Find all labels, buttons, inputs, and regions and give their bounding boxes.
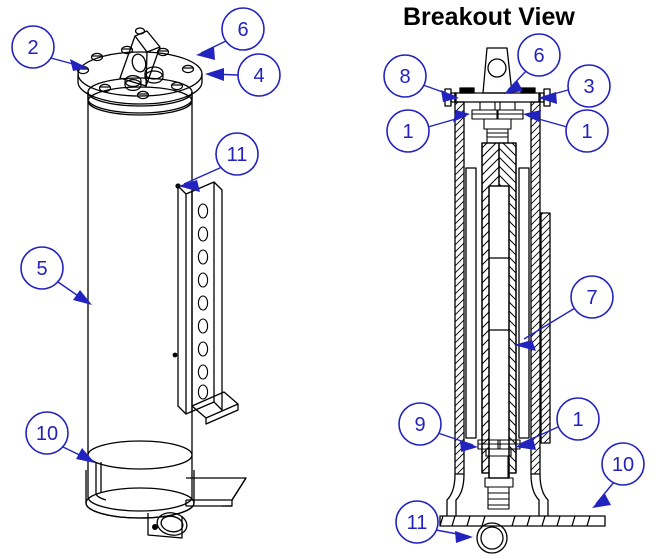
strip-attach-point-bottom <box>172 352 178 358</box>
callout-4[interactable]: 4 <box>205 53 281 97</box>
bottom-center-hardware <box>477 439 521 510</box>
mid-support-bracket <box>191 391 239 425</box>
callout-11-drain[interactable]: 11 <box>395 500 473 544</box>
balloon-circle[interactable] <box>237 53 281 97</box>
callout-10-base[interactable]: 10 <box>592 442 645 508</box>
balloon-number: 8 <box>399 66 410 88</box>
balloon-circle[interactable] <box>395 500 439 544</box>
balloon-number: 1 <box>402 121 413 143</box>
outlet-nozzle <box>147 512 188 539</box>
balloon-number: 9 <box>414 414 425 436</box>
balloon-number: 7 <box>586 287 597 309</box>
callout-6-lug[interactable]: 6 <box>504 33 561 94</box>
callout-6[interactable]: 6 <box>196 7 265 60</box>
callout-5[interactable]: 5 <box>20 246 92 305</box>
callout-9[interactable]: 9 <box>398 402 478 452</box>
balloon-number: 3 <box>583 76 594 98</box>
balloon-number: 2 <box>27 37 38 59</box>
balloon-number: 4 <box>253 65 264 87</box>
callout-7[interactable]: 7 <box>514 275 614 351</box>
page-title: Breakout View <box>403 3 575 31</box>
callout-2[interactable]: 2 <box>11 25 88 71</box>
balloon-number: 11 <box>227 144 248 166</box>
base-plate <box>439 515 606 527</box>
shell-wall-right <box>530 101 549 516</box>
shell-wall-left <box>446 101 465 516</box>
breakout-section-view <box>439 47 606 554</box>
perforated-strip <box>177 181 223 415</box>
balloon-circle[interactable] <box>398 402 442 446</box>
callout-11-strip[interactable]: 11 <box>178 132 259 192</box>
balloon-circle[interactable] <box>556 397 600 441</box>
base-plate <box>185 477 247 507</box>
nozzle-bolt <box>152 524 158 530</box>
lid-plate <box>77 51 203 105</box>
balloon-circle[interactable] <box>215 132 259 176</box>
balloon-circle[interactable] <box>565 109 609 153</box>
callout-1-top-right[interactable]: 1 <box>523 109 609 153</box>
inner-sleeve <box>465 167 530 439</box>
balloon-number: 10 <box>612 454 634 476</box>
balloon-circle[interactable] <box>383 54 427 98</box>
balloon-circle[interactable] <box>567 64 611 108</box>
vessel-skirt <box>85 440 195 519</box>
balloon-number: 6 <box>237 19 248 41</box>
balloon-circle[interactable] <box>221 7 265 51</box>
callout-10-skirt[interactable]: 10 <box>25 411 95 463</box>
top-center-hardware <box>471 101 524 144</box>
callout-3[interactable]: 3 <box>538 64 611 108</box>
callout-layer: 2 6 4 11 5 <box>11 7 645 544</box>
balloon-number: 1 <box>572 409 583 431</box>
balloon-number: 11 <box>407 512 428 534</box>
balloon-circle[interactable] <box>25 411 69 455</box>
strip-holes <box>197 203 209 400</box>
balloon-number: 1 <box>581 121 592 143</box>
balloon-number: 10 <box>36 423 58 445</box>
balloon-circle[interactable] <box>601 442 645 486</box>
balloon-circle[interactable] <box>11 25 55 69</box>
callout-8[interactable]: 8 <box>383 54 459 102</box>
lid-bolt-right <box>181 64 195 74</box>
balloon-circle[interactable] <box>517 33 561 77</box>
lifting-lug <box>119 27 161 87</box>
balloon-circle[interactable] <box>386 109 430 153</box>
balloon-number: 5 <box>36 258 47 280</box>
balloon-circle[interactable] <box>570 275 614 319</box>
filter-cartridge <box>481 142 517 479</box>
drain-port <box>476 522 508 554</box>
callout-1-top-left[interactable]: 1 <box>386 109 470 153</box>
balloon-circle[interactable] <box>20 246 64 290</box>
callout-1-bottom-right[interactable]: 1 <box>515 397 600 450</box>
balloon-number: 6 <box>533 45 544 67</box>
